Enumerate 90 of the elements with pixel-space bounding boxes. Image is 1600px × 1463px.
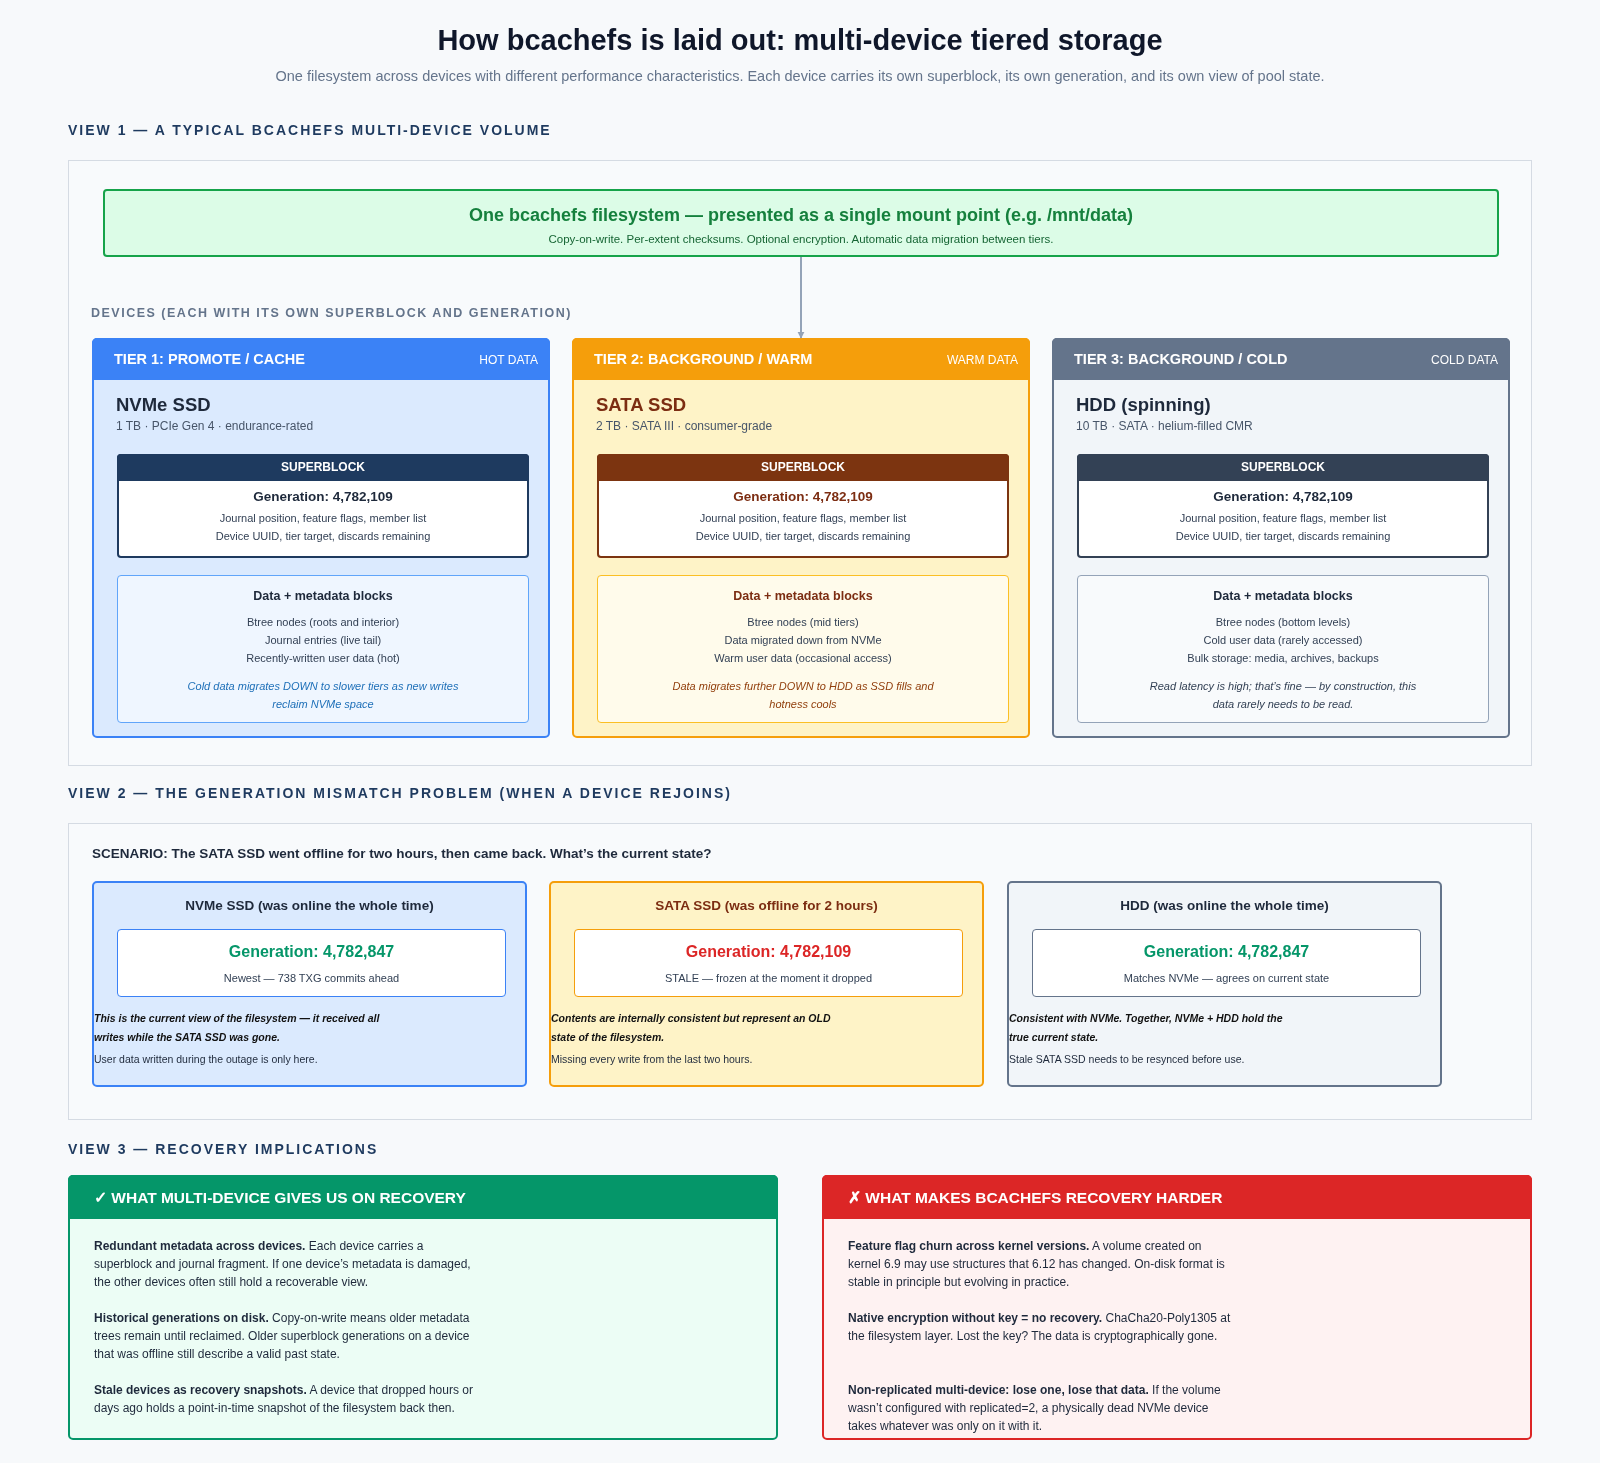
migration-note: Data migrates further DOWN to HDD as SSD fills and hotness cools [671, 679, 935, 712]
list-item: Bulk storage: media, archives, backups [1186, 652, 1380, 664]
generation-number: Generation: 4,782,109 [1212, 489, 1354, 504]
generation-box [1032, 929, 1421, 997]
list-item: Data migrated down from NVMe [723, 634, 883, 646]
list-item: Btree nodes (bottom levels) [1214, 616, 1352, 628]
box-heading: Data + metadata blocks [1212, 589, 1354, 603]
paragraph: Non-replicated multi-device: lose one, lose that data. If the volume wasn’t configured with replicated=2, a physically dead NVMe device takes whatever was only on it with it. [848, 1382, 1222, 1435]
device-specs: 1 TB · PCIe Gen 4 · endurance-rated [116, 419, 314, 433]
paragraph: Native encryption without key = no recovery. ChaCha20-Poly1305 at the filesystem layer. Lost the key? The data is cryptographically gone. [848, 1310, 1232, 1345]
device-card [1007, 881, 1442, 1087]
box-title: One bcachefs filesystem — presented as a single mount point (e.g. /mnt/data) [467, 205, 1135, 226]
generation-number: Generation: 4,782,109 [732, 489, 874, 504]
card-header: ✓ WHAT MULTI-DEVICE GIVES US ON RECOVERY [68, 1175, 778, 1219]
detail-line: Journal position, feature flags, member list [218, 512, 428, 524]
device-name: HDD (spinning) [1076, 394, 1211, 416]
list-item: Btree nodes (mid tiers) [746, 616, 860, 628]
box-subtitle: Copy-on-write. Per-extent checksums. Optional encryption. Automatic data migration between tiers. [547, 233, 1055, 245]
subtitle: One filesystem across devices with different performance characteristics. Each device carries its own superblock, its own generation, and its own view of pool state. [275, 68, 1325, 84]
data-blocks-box [597, 575, 1009, 723]
recovery-card [822, 1175, 1532, 1440]
card-heading: NVMe SSD (was online the whole time) [184, 898, 435, 913]
superblock-box [1077, 454, 1489, 558]
generation-box [117, 929, 506, 997]
paragraph: Redundant metadata across devices. Each device carries a superblock and journal fragment. If one device’s metadata is damaged, the other devices often still hold a recoverable view. [94, 1238, 472, 1291]
generation-number: Generation: 4,782,847 [1142, 943, 1311, 961]
emphasis-text: This is the current view of the filesystem — it received all writes while the SATA SSD was gone. [94, 1011, 381, 1045]
superblock-box [597, 454, 1009, 558]
card-header: ✗ WHAT MAKES BCACHEFS RECOVERY HARDER [822, 1175, 1532, 1219]
data-blocks-box [117, 575, 529, 723]
tier-tag: COLD DATA [1431, 353, 1498, 367]
status-note: Newest — 738 TXG commits ahead [222, 972, 401, 984]
recovery-card [68, 1175, 778, 1440]
box-heading: Data + metadata blocks [252, 589, 394, 603]
device-card [549, 881, 984, 1087]
note-text: Stale SATA SSD needs to be resynced before use. [1009, 1053, 1245, 1065]
status-note: Matches NVMe — agrees on current state [1122, 972, 1331, 984]
scenario-text: SCENARIO: The SATA SSD went offline for two hours, then came back. What’s the current state? [92, 846, 712, 861]
box-heading: Data + metadata blocks [732, 589, 874, 603]
detail-line: Device UUID, tier target, discards remaining [214, 530, 432, 542]
superblock-heading: SUPERBLOCK [1077, 454, 1489, 481]
note-text: User data written during the outage is only here. [94, 1053, 318, 1065]
list-item: Cold user data (rarely accessed) [1202, 634, 1364, 646]
generation-number: Generation: 4,782,109 [684, 943, 853, 961]
paragraph: Historical generations on disk. Copy-on-write means older metadata trees remain until reclaimed. Older superblock generations on a device that was offline still describe a valid past state. [94, 1310, 471, 1363]
card-heading: HDD (was online the whole time) [1119, 898, 1330, 913]
page-title: How bcachefs is laid out: multi-device tiered storage [437, 24, 1163, 57]
list-item: Btree nodes (roots and interior) [245, 616, 401, 628]
arrow [797, 256, 805, 339]
emphasis-text: Contents are internally consistent but represent an OLD state of the filesystem. [551, 1011, 832, 1045]
filesystem-box [103, 189, 1499, 257]
card-heading: SATA SSD (was offline for 2 hours) [654, 898, 879, 913]
list-item: Journal entries (live tail) [263, 634, 383, 646]
tier-tag: WARM DATA [946, 353, 1018, 367]
status-note: STALE — frozen at the moment it dropped [663, 972, 874, 984]
tier-card [92, 338, 550, 738]
superblock-box [117, 454, 529, 558]
tier-title: TIER 3: BACKGROUND / COLD [1074, 351, 1288, 367]
section-heading: VIEW 2 — THE GENERATION MISMATCH PROBLEM (WHEN A DEVICE REJOINS) [68, 785, 732, 801]
list-item: Warm user data (occasional access) [713, 652, 893, 664]
paragraph: Stale devices as recovery snapshots. A device that dropped hours or days ago holds a point-in-time snapshot of the filesystem back then. [94, 1382, 474, 1417]
list-item: Recently-written user data (hot) [245, 652, 401, 664]
note-text: Missing every write from the last two hours. [551, 1053, 753, 1065]
generation-number: Generation: 4,782,847 [227, 943, 396, 961]
data-blocks-box [1077, 575, 1489, 723]
device-card [92, 881, 527, 1087]
generation-number: Generation: 4,782,109 [252, 489, 394, 504]
detail-line: Journal position, feature flags, member list [1178, 512, 1388, 524]
section-heading: VIEW 1 — A TYPICAL BCACHEFS MULTI-DEVICE VOLUME [68, 122, 552, 138]
tier-title: TIER 1: PROMOTE / CACHE [114, 351, 305, 367]
tier-card [572, 338, 1030, 738]
detail-line: Device UUID, tier target, discards remaining [694, 530, 912, 542]
device-name: SATA SSD [596, 394, 687, 416]
device-specs: 2 TB · SATA III · consumer-grade [596, 419, 773, 433]
section-heading: VIEW 3 — RECOVERY IMPLICATIONS [68, 1141, 379, 1157]
migration-note: Cold data migrates DOWN to slower tiers as new writes reclaim NVMe space [186, 679, 460, 712]
paragraph: Feature flag churn across kernel versions. A volume created on kernel 6.9 may use structures that 6.12 has changed. On-disk format is stable in principle but evolving in practice. [848, 1238, 1226, 1291]
superblock-heading: SUPERBLOCK [117, 454, 529, 481]
tier-tag: HOT DATA [479, 353, 538, 367]
detail-line: Device UUID, tier target, discards remaining [1174, 530, 1392, 542]
device-specs: 10 TB · SATA · helium-filled CMR [1076, 419, 1253, 433]
group-heading: DEVICES (EACH WITH ITS OWN SUPERBLOCK AND GENERATION) [91, 306, 572, 320]
generation-box [574, 929, 963, 997]
superblock-heading: SUPERBLOCK [597, 454, 1009, 481]
emphasis-text: Consistent with NVMe. Together, NVMe + HDD hold the true current state. [1009, 1011, 1284, 1045]
tier-card [1052, 338, 1510, 738]
tier-title: TIER 2: BACKGROUND / WARM [594, 351, 813, 367]
device-name: NVMe SSD [116, 394, 211, 416]
detail-line: Journal position, feature flags, member list [698, 512, 908, 524]
migration-note: Read latency is high; that’s fine — by construction, this data rarely needs to be read. [1148, 679, 1418, 712]
